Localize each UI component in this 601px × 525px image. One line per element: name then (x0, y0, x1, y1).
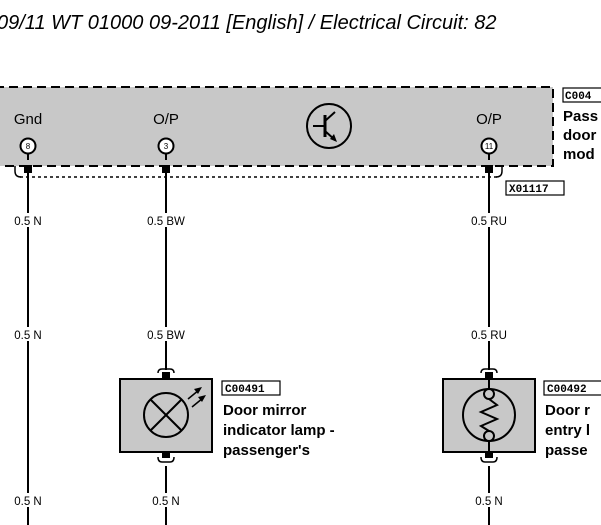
wire-label-upper-3: 0.5 RU (471, 216, 507, 228)
module-pin-3: 3 (157, 137, 175, 160)
module-pin-number-3: 3 (164, 142, 169, 151)
module-pin-number-8: 8 (26, 142, 31, 151)
module-desc-line-3: mod (563, 146, 595, 163)
splice-code-box (505, 180, 565, 196)
filament-lamp-icon (462, 378, 516, 452)
module-body (0, 87, 553, 166)
module-pin-number-11: 11 (485, 142, 494, 151)
module-pin-label-op-3: O/P (153, 111, 179, 128)
transistor-icon (306, 103, 352, 149)
door-entry-lamp (442, 368, 536, 463)
wire-label-upper-1: 0.5 N (14, 216, 42, 228)
module-pin-label-gnd: Gnd (14, 111, 42, 128)
module-outline (0, 86, 554, 167)
entry-lamp-code-box (543, 380, 601, 396)
wire-label-lower-1: 0.5 N (14, 496, 42, 508)
wire-label-middle-2: 0.5 BW (147, 330, 185, 342)
lamp-icon (143, 387, 206, 438)
door-mirror-indicator-lamp (119, 368, 213, 463)
connector-end-right (495, 166, 503, 178)
passenger-door-module: Gnd O/P O/P (0, 86, 554, 167)
connector-terminal-3 (485, 165, 493, 173)
lamp-code: C00491 (225, 384, 265, 396)
lamp-desc-line-3: passenger's (223, 442, 310, 459)
page-title: 09/11 WT 01000 09-2011 [English] / Elect… (0, 12, 497, 34)
module-code-box (562, 87, 601, 103)
lamp-desc-line-1: Door mirror (223, 402, 307, 419)
connector-end-left (14, 166, 22, 178)
wire-label-middle-1: 0.5 N (14, 330, 42, 342)
module-desc-line-1: Pass (563, 108, 598, 125)
lamp-desc-line-2: indicator lamp - (223, 422, 335, 439)
wire-label-lower-2: 0.5 N (152, 496, 180, 508)
splice-code: X01117 (509, 184, 549, 196)
entry-lamp-desc-line-1: Door r (545, 402, 590, 419)
wire-label-middle-3: 0.5 RU (471, 330, 507, 342)
wire-label-lower-3: 0.5 N (475, 496, 503, 508)
module-code: C004 (565, 91, 592, 103)
module-pin-label-op-11: O/P (476, 111, 502, 128)
wire-labels: 0.5 N 0.5 BW 0.5 RU 0.5 N 0.5 BW 0.5 RU … (6, 213, 514, 508)
module-pin-11: 11 (480, 137, 498, 160)
entry-lamp-desc-line-2: entry l (545, 422, 590, 439)
module-pin-8: 8 (19, 137, 37, 160)
connector-terminal-1 (24, 165, 32, 173)
wire-label-upper-2: 0.5 BW (147, 216, 185, 228)
entry-lamp-code: C00492 (547, 384, 587, 396)
connector-terminal-2 (162, 165, 170, 173)
module-desc-line-2: door (563, 127, 596, 144)
lamp-code-box (221, 380, 281, 396)
entry-lamp-desc-line-3: passe (545, 442, 588, 459)
